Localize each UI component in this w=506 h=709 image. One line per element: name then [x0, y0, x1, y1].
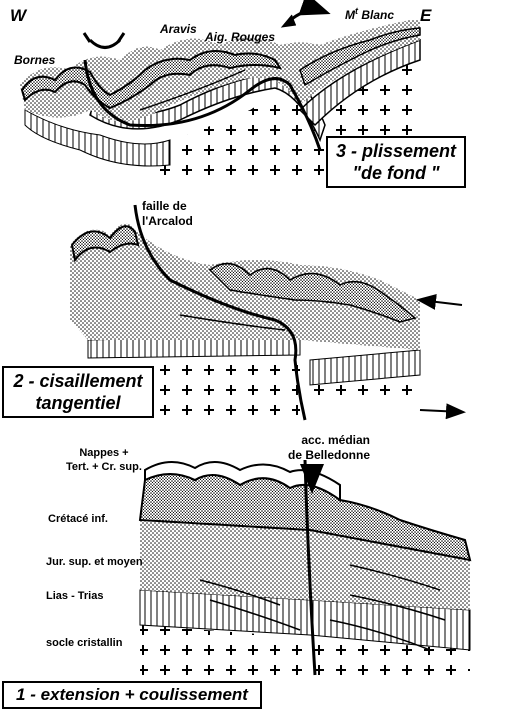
- panel2-lias-right: [309, 349, 421, 386]
- panel3-lias-left: [24, 109, 171, 167]
- legend-lias: Lias - Trias: [46, 590, 104, 602]
- panel1-title: 1 - extension + coulissement: [16, 685, 248, 704]
- panel3-lias-band: [89, 71, 326, 143]
- panel2-cretaceous-fold: [70, 225, 140, 263]
- panel3-title-box: 3 - plissement "de fond ": [326, 136, 466, 188]
- panel1-title-box: 1 - extension + coulissement: [2, 681, 262, 709]
- panel-1-extension: [138, 459, 472, 680]
- panel2-shear-line: [179, 314, 286, 331]
- label-aravis: Aravis: [160, 22, 197, 36]
- panel3-cretaceous-fold: [20, 50, 283, 110]
- legend-nappes: Nappes + Tert. + Cr. sup.: [66, 447, 142, 473]
- legend-socle: socle cristallin: [46, 637, 123, 649]
- label-aig-rouges: Aig. Rouges: [205, 30, 276, 44]
- panel2-nappe-lobes: [208, 262, 417, 323]
- legend-cretace: Crétacé inf.: [48, 513, 108, 525]
- panel3-title-line1: 3 - plissement: [335, 141, 457, 161]
- panel1-basement: [140, 625, 470, 680]
- legend-jurassique: Jur. sup. et moyen: [46, 556, 143, 568]
- label-belledonne-accident: acc. médian de Belledonne: [288, 433, 371, 462]
- panel1-nappes: [144, 461, 341, 502]
- label-mont-blanc: Mt Blanc: [345, 6, 395, 22]
- panel1-normal-faults: [199, 564, 446, 651]
- panel3-thrust-line-2: [139, 69, 246, 111]
- panel2-basement: [150, 345, 300, 425]
- panel3-syncline-arrow: [88, 38, 122, 49]
- panel-2-shear: [70, 204, 466, 425]
- label-bornes: Bornes: [14, 53, 56, 67]
- panel2-arrow-west: [416, 293, 463, 310]
- compass-east: E: [420, 6, 432, 25]
- panel2-arcalod-fault: [133, 204, 307, 421]
- panel2-title-line2: tangentiel: [35, 393, 121, 413]
- panel2-title-box: 2 - cisaillement tangentiel: [2, 366, 154, 418]
- panel1-jurassic: [140, 520, 470, 610]
- label-arcalod-fault: faille de l'Arcalod: [142, 199, 193, 228]
- panel3-title-line2: "de fond ": [352, 163, 440, 183]
- panel2-arrow-east: [419, 403, 466, 420]
- panel3-thrust-line: [83, 59, 322, 151]
- panel3-right-band: [299, 27, 421, 87]
- panel3-lias-right: [298, 38, 421, 127]
- compass-west: W: [10, 6, 27, 25]
- panel2-title-line1: 2 - cisaillement: [13, 371, 143, 391]
